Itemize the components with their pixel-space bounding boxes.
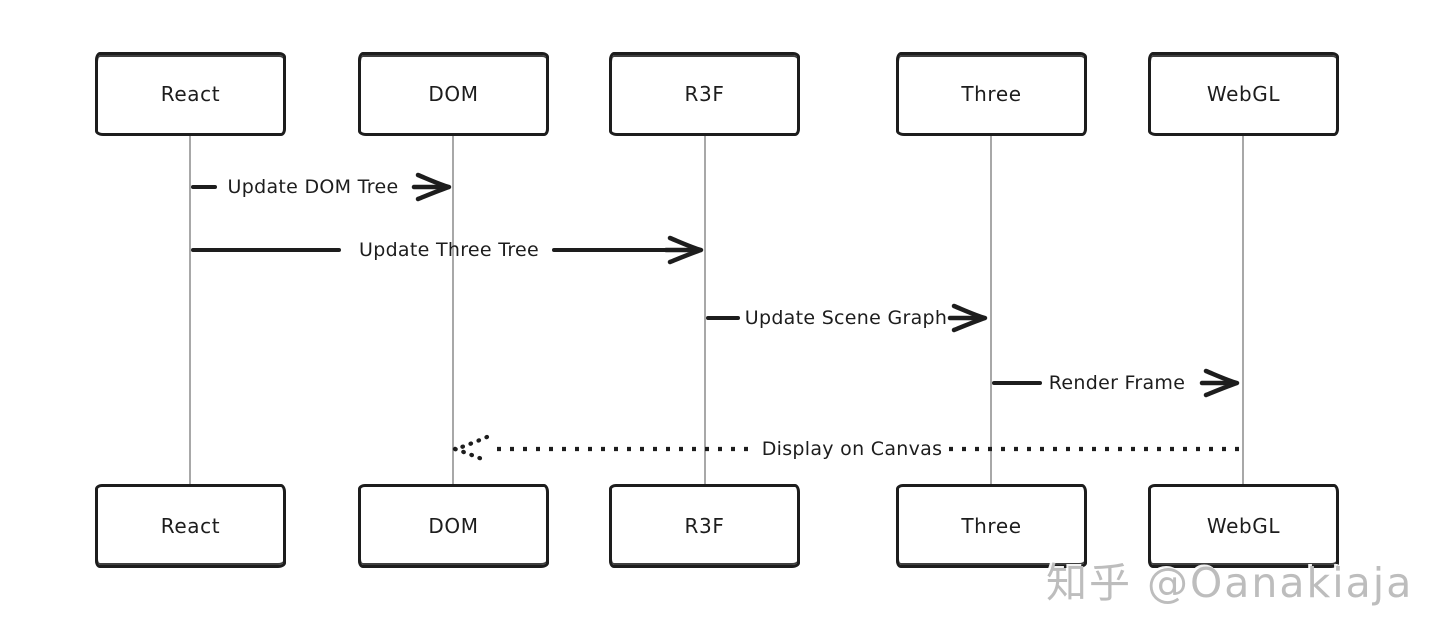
actor-box-webgl-top: WebGL	[1148, 52, 1339, 136]
actor-label-react: React	[160, 514, 221, 538]
actor-box-react-bottom: React	[95, 484, 286, 568]
actor-box-r3f-top: R3F	[609, 52, 800, 136]
actor-label-webgl: WebGL	[1206, 514, 1281, 538]
watermark: 知乎 @Oanakiaja	[1046, 559, 1414, 607]
actor-box-dom-bottom: DOM	[358, 484, 549, 568]
actor-box-three-bottom: Three	[896, 484, 1087, 568]
actor-box-react-top: React	[95, 52, 286, 136]
actor-label-react: React	[160, 82, 221, 106]
lifeline-webgl	[1242, 136, 1244, 484]
message-label-update-dom-tree: Update DOM Tree	[227, 176, 399, 198]
message-label-render-frame: Render Frame	[1048, 372, 1186, 394]
lifeline-r3f	[704, 136, 706, 484]
arrow-shaft	[992, 381, 1042, 385]
dotted-line-segment	[949, 446, 1243, 452]
message-label-update-three-tree: Update Three Tree	[359, 239, 539, 261]
lifeline-react	[189, 136, 191, 484]
actor-label-r3f: R3F	[684, 514, 725, 538]
message-label-update-scene-graph: Update Scene Graph	[744, 307, 948, 329]
actor-box-r3f-bottom: R3F	[609, 484, 800, 568]
actor-label-three: Three	[961, 82, 1022, 106]
arrowhead-left-icon	[452, 434, 490, 464]
arrow-shaft	[191, 248, 341, 252]
actor-label-dom: DOM	[428, 82, 479, 106]
lifeline-dom	[452, 136, 454, 484]
arrowhead-right-icon	[947, 303, 988, 333]
actor-box-three-top: Three	[896, 52, 1087, 136]
actor-label-r3f: R3F	[684, 82, 725, 106]
actor-label-webgl: WebGL	[1206, 82, 1281, 106]
arrow-shaft	[191, 185, 217, 189]
arrowhead-right-icon	[411, 172, 452, 202]
actor-label-dom: DOM	[428, 514, 479, 538]
actor-box-dom-top: DOM	[358, 52, 549, 136]
lifeline-three	[990, 136, 992, 484]
actor-label-three: Three	[961, 514, 1022, 538]
arrow-shaft	[706, 316, 740, 320]
arrowhead-right-icon	[663, 235, 704, 265]
dotted-line-segment	[497, 446, 757, 452]
actor-box-webgl-bottom: WebGL	[1148, 484, 1339, 568]
arrow-shaft	[552, 248, 670, 252]
arrowhead-right-icon	[1199, 368, 1240, 398]
message-label-display-on-canvas: Display on Canvas	[761, 438, 943, 460]
